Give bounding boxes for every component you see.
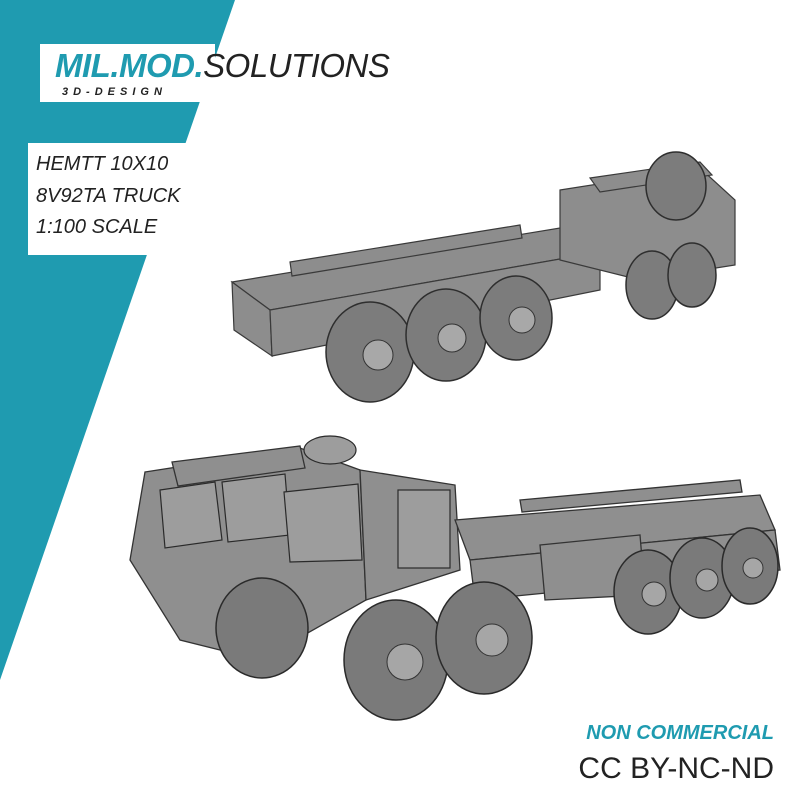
model-engine: 8V92TA TRUCK xyxy=(36,185,181,207)
brand-subtitle: 3D-DESIGN xyxy=(62,86,167,98)
license-type: NON COMMERCIAL xyxy=(586,722,774,744)
model-scale: 1:100 SCALE xyxy=(36,216,158,238)
info-panel xyxy=(28,143,218,255)
logo-panel xyxy=(40,44,215,102)
brand-logo: MIL.MOD.SOLUTIONS xyxy=(55,46,390,86)
brand-rest: SOLUTIONS xyxy=(203,47,390,84)
model-name: HEMTT 10X10 xyxy=(36,153,169,175)
brand-accent: MIL.MOD. xyxy=(55,47,204,84)
license-code: CC BY-NC-ND xyxy=(578,752,774,785)
